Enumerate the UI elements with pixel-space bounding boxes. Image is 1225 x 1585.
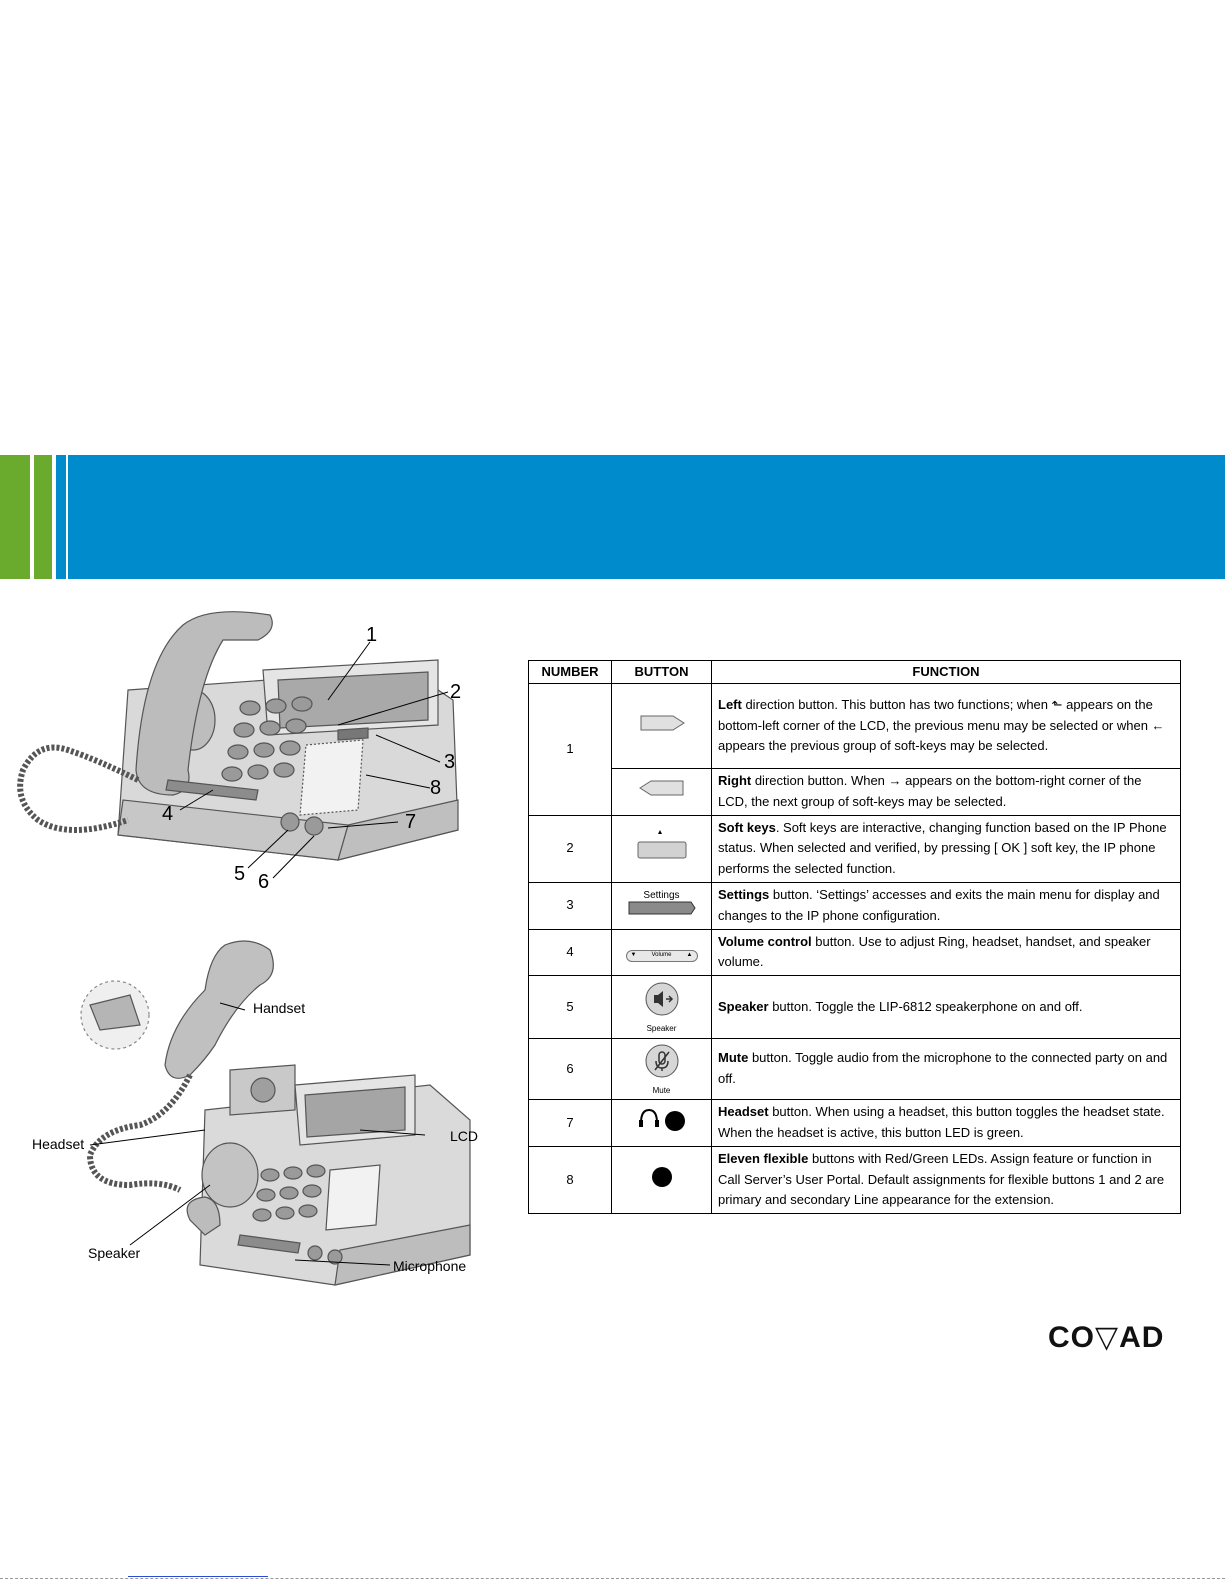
- callout-8: 8: [430, 777, 442, 799]
- button-cell: [611, 683, 712, 769]
- speaker-button-icon: [645, 982, 678, 1016]
- mute-button-caption: Mute: [652, 1086, 671, 1096]
- label-microphone: Microphone: [393, 1258, 467, 1274]
- function-cell: Soft keys. Soft keys are interactive, ch…: [711, 814, 1181, 883]
- flexible-button-led-icon: [651, 1166, 672, 1187]
- button-cell: [611, 768, 712, 816]
- callout-3: 3: [444, 751, 456, 773]
- settings-button-caption: Settings: [643, 889, 680, 901]
- label-speaker: Speaker: [88, 1245, 141, 1261]
- callout-7: 7: [405, 811, 417, 833]
- volume-control-button-icon: ▼ Volume ▲: [625, 949, 698, 962]
- phone-illustration-bottom: [80, 940, 471, 1286]
- function-cell: Mute button. Toggle audio from the micro…: [711, 1038, 1181, 1101]
- title-banner: [56, 455, 1225, 579]
- function-cell: Volume control button. Use to adjust Rin…: [711, 928, 1181, 977]
- left-direction-button-icon: [640, 715, 685, 731]
- header-function: FUNCTION: [711, 660, 1181, 684]
- button-function-table: NUMBER BUTTON FUNCTION 1 Left direction …: [528, 660, 1181, 1215]
- table-row: Right direction button. When → appears o…: [529, 768, 1181, 816]
- mute-button-icon: [645, 1044, 678, 1078]
- table-row: 8 Eleven flexible buttons with Red/Green…: [528, 1145, 1181, 1215]
- headset-button-icon: [638, 1108, 685, 1131]
- table-row: 3 Settings Settings button. ‘Settings’ a…: [528, 881, 1181, 930]
- footer-link-underline: [128, 1576, 268, 1577]
- soft-key-button-icon: [637, 830, 686, 859]
- row-number: 1: [528, 683, 612, 816]
- banner-divider: [52, 455, 56, 579]
- right-direction-button-icon: [638, 780, 683, 796]
- banner-green-bar-2: [34, 455, 52, 579]
- callout-5: 5: [234, 863, 246, 885]
- label-headset: Headset: [32, 1136, 85, 1152]
- button-cell: Speaker: [611, 975, 712, 1040]
- table-row: 7 Headset button. When using a headset, …: [528, 1099, 1181, 1147]
- volume-down-icon: ▼: [630, 951, 637, 958]
- table-row: 2 Soft keys. Soft keys are interactive, …: [528, 814, 1181, 883]
- row-number: 2: [528, 814, 612, 883]
- function-cell: Left direction button. This button has t…: [711, 683, 1181, 769]
- row-number: 5: [528, 975, 612, 1040]
- footer-divider: [0, 1578, 1225, 1579]
- row-number: 7: [528, 1099, 612, 1147]
- function-cell: Settings button. ‘Settings’ accesses and…: [711, 881, 1181, 930]
- header-number: NUMBER: [528, 660, 612, 684]
- phone-illustration-top: [17, 611, 459, 879]
- label-lcd: LCD: [450, 1128, 479, 1144]
- button-cell: Settings: [611, 881, 712, 930]
- callout-2: 2: [450, 681, 462, 703]
- button-cell: [611, 1145, 712, 1215]
- row-number: 6: [528, 1038, 612, 1101]
- covad-logo: CO▽AD: [1048, 1321, 1165, 1354]
- row-number: 8: [528, 1145, 612, 1215]
- function-cell: Eleven flexible buttons with Red/Green L…: [711, 1145, 1181, 1215]
- table-row: 1 Left direction button. This button has…: [528, 683, 1181, 816]
- banner-green-bar: [0, 455, 30, 579]
- callout-6: 6: [258, 871, 270, 893]
- button-cell: [611, 1099, 712, 1147]
- settings-button-icon: [628, 901, 696, 915]
- banner-gap: [30, 455, 34, 579]
- header-button: BUTTON: [611, 660, 712, 684]
- button-cell: [611, 814, 712, 883]
- button-cell: ▼ Volume ▲: [611, 928, 712, 977]
- volume-up-icon: ▲: [686, 951, 693, 958]
- table-row: 4 ▼ Volume ▲ Volume control button. Use …: [528, 928, 1181, 977]
- row-number: 3: [528, 881, 612, 930]
- callout-1: 1: [366, 624, 378, 646]
- function-cell: Headset button. When using a headset, th…: [711, 1099, 1181, 1147]
- table-row: 6 Mute Mute button. Toggle audio from th…: [528, 1038, 1181, 1101]
- function-cell: Speaker button. Toggle the LIP-6812 spea…: [711, 975, 1181, 1040]
- label-handset: Handset: [253, 1000, 306, 1016]
- volume-caption: Volume: [651, 951, 672, 958]
- table-header-row: NUMBER BUTTON FUNCTION: [528, 660, 1181, 684]
- callout-4: 4: [162, 803, 174, 825]
- function-cell: Right direction button. When → appears o…: [711, 768, 1181, 816]
- row-number: 4: [528, 928, 612, 977]
- table-row: 5 Speaker Speaker button. Toggle the LIP…: [528, 975, 1181, 1040]
- banner-inner-line: [66, 455, 68, 579]
- button-cell: Mute: [611, 1038, 712, 1101]
- speaker-button-caption: Speaker: [646, 1024, 677, 1034]
